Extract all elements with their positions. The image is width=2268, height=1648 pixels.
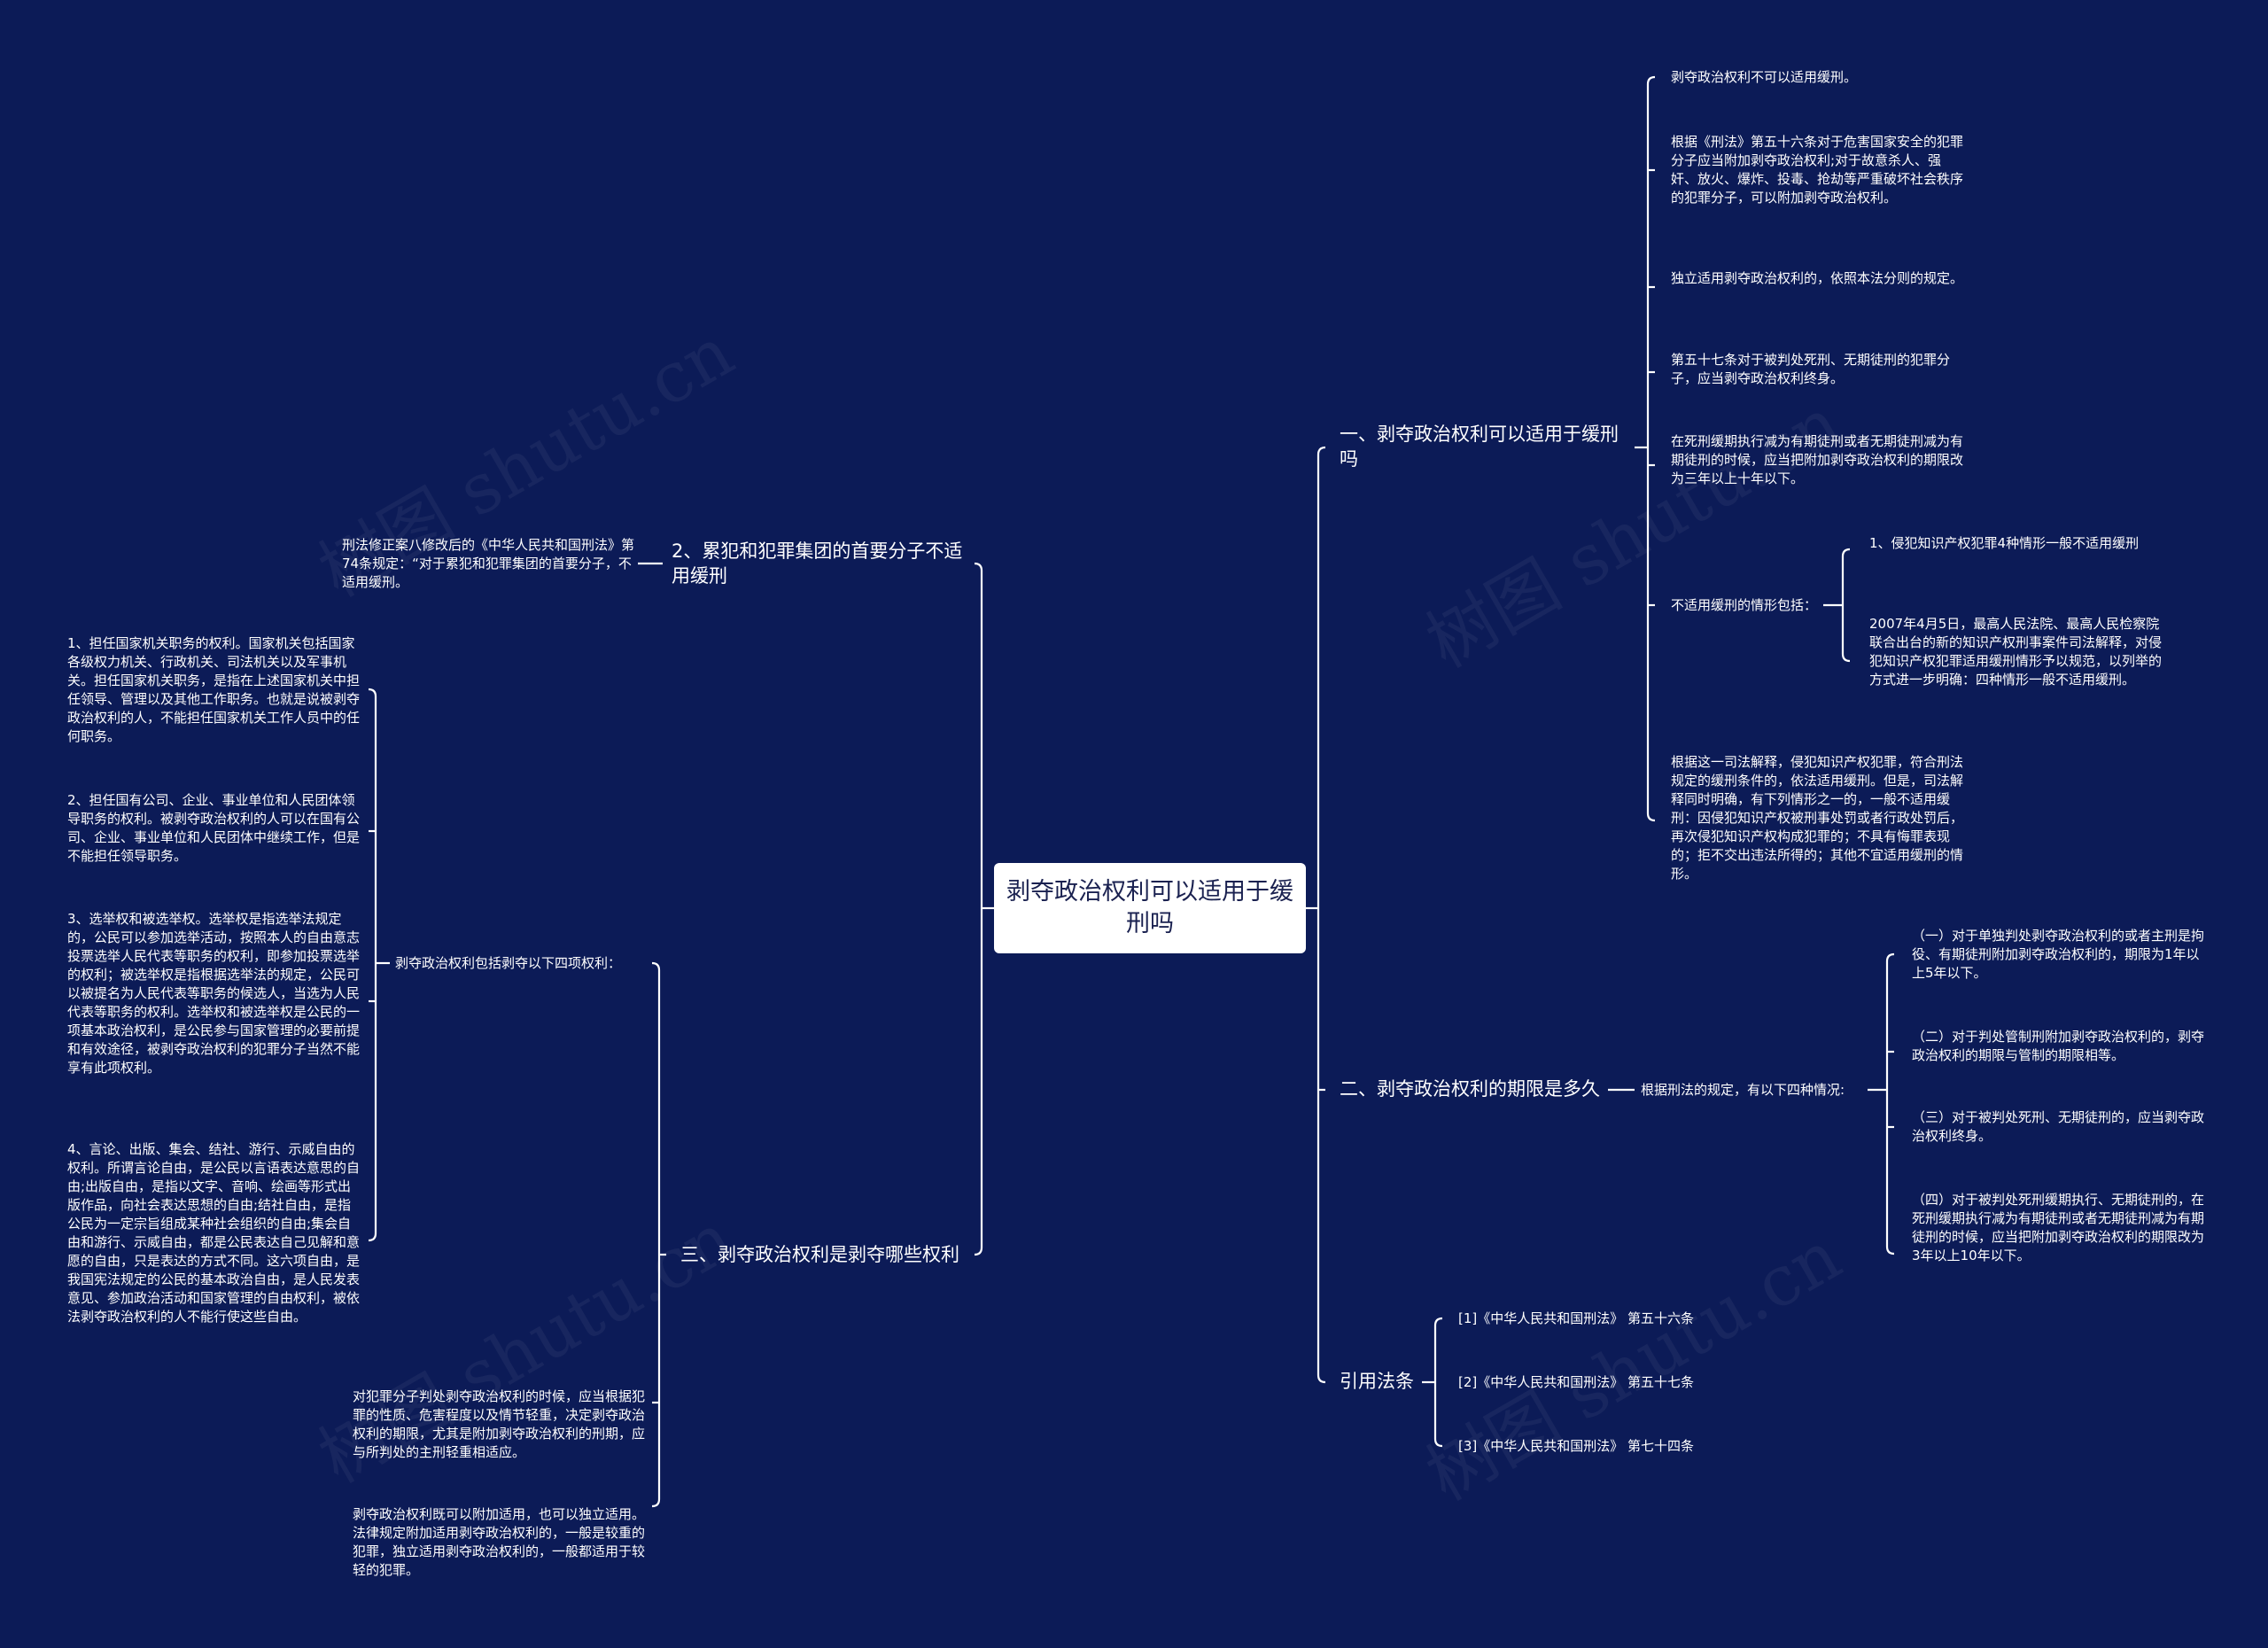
leaf-node[interactable]: [2]《中华人民共和国刑法》 第五十七条	[1458, 1374, 1695, 1390]
leaf-node[interactable]: （四）对于被判处死刑缓期执行、无期徒刑的，在死刑缓期执行减为有期徒刑或者无期徒刑…	[1912, 1192, 2205, 1263]
leaf-node[interactable]: 1、侵犯知识产权犯罪4种情形一般不适用缓刑	[1869, 535, 2140, 551]
leaf-node[interactable]: 独立适用剥夺政治权利的，依照本法分则的规定。	[1671, 270, 1964, 286]
leaf-node[interactable]: 1、担任国家机关职务的权利。国家机关包括国家各级权力机关、行政机关、司法机关以及…	[67, 635, 361, 744]
leaf-node[interactable]: [1]《中华人民共和国刑法》 第五十六条	[1458, 1310, 1695, 1326]
leaf-node[interactable]: 3、选举权和被选举权。选举权是指选举法规定的，公民可以参加选举活动，按照本人的自…	[67, 911, 361, 1076]
root-topic[interactable]: 剥夺政治权利可以适用于缓刑吗	[994, 863, 1306, 953]
leaf-node[interactable]: 2007年4月5日，最高人民法院、最高人民检察院联合出台的新的知识产权刑事案件司…	[1869, 616, 2163, 688]
leaf-node[interactable]: 剥夺政治权利不可以适用缓刑。	[1671, 69, 1858, 85]
leaf-node[interactable]: （一）对于单独判处剥夺政治权利的或者主刑是拘役、有期徒刑附加剥夺政治权利的，期限…	[1912, 928, 2205, 981]
branch-title-1[interactable]: 一、剥夺政治权利可以适用于缓刑吗	[1340, 424, 1619, 470]
branch-title-2[interactable]: 二、剥夺政治权利的期限是多久	[1340, 1078, 1600, 1100]
leaf-node[interactable]: 在死刑缓期执行减为有期徒刑或者无期徒刑减为有期徒刑的时候，应当把附加剥夺政治权利…	[1671, 433, 1964, 486]
branch-title-5[interactable]: 三、剥夺政治权利是剥夺哪些权利	[680, 1244, 959, 1265]
leaf-node[interactable]: 第五十七条对于被判处死刑、无期徒刑的犯罪分子，应当剥夺政治权利终身。	[1671, 352, 1951, 386]
leaf-node[interactable]: 刑法修正案八修改后的《中华人民共和国刑法》第74条规定：“对于累犯和犯罪集团的首…	[342, 537, 635, 590]
leaf-node[interactable]: 4、言论、出版、集会、结社、游行、示威自由的权利。所谓言论自由，是公民以言语表达…	[67, 1141, 361, 1325]
sub-topic[interactable]: 根据刑法的规定，有以下四种情况:	[1641, 1082, 1845, 1098]
leaf-node[interactable]: 对犯罪分子判处剥夺政治权利的时候，应当根据犯罪的性质、危害程度以及情节轻重，决定…	[353, 1388, 646, 1460]
branch-title-3[interactable]: 引用法条	[1340, 1371, 1414, 1392]
leaf-node[interactable]: [3]《中华人民共和国刑法》 第七十四条	[1458, 1438, 1695, 1454]
leaf-node[interactable]: 不适用缓刑的情形包括：	[1671, 597, 1818, 613]
leaf-node[interactable]: 根据《刑法》第五十六条对于危害国家安全的犯罪分子应当附加剥夺政治权利;对于故意杀…	[1671, 134, 1964, 206]
leaf-node[interactable]: 剥夺政治权利既可以附加适用，也可以独立适用。法律规定附加适用剥夺政治权利的，一般…	[353, 1506, 646, 1578]
leaf-node[interactable]: （三）对于被判处死刑、无期徒刑的，应当剥夺政治权利终身。	[1912, 1109, 2205, 1144]
leaf-node[interactable]: 根据这一司法解释，侵犯知识产权犯罪，符合刑法规定的缓刑条件的，依法适用缓刑。但是…	[1671, 754, 1964, 882]
leaf-node[interactable]: （二）对于判处管制刑附加剥夺政治权利的，剥夺政治权利的期限与管制的期限相等。	[1912, 1029, 2205, 1063]
leaf-node[interactable]: 2、担任国有公司、企业、事业单位和人民团体领导职务的权利。被剥夺政治权利的人可以…	[67, 792, 361, 864]
sub-topic[interactable]: 剥夺政治权利包括剥夺以下四项权利：	[395, 955, 622, 971]
branch-title-4[interactable]: 2、累犯和犯罪集团的首要分子不适用缓刑	[672, 540, 963, 587]
